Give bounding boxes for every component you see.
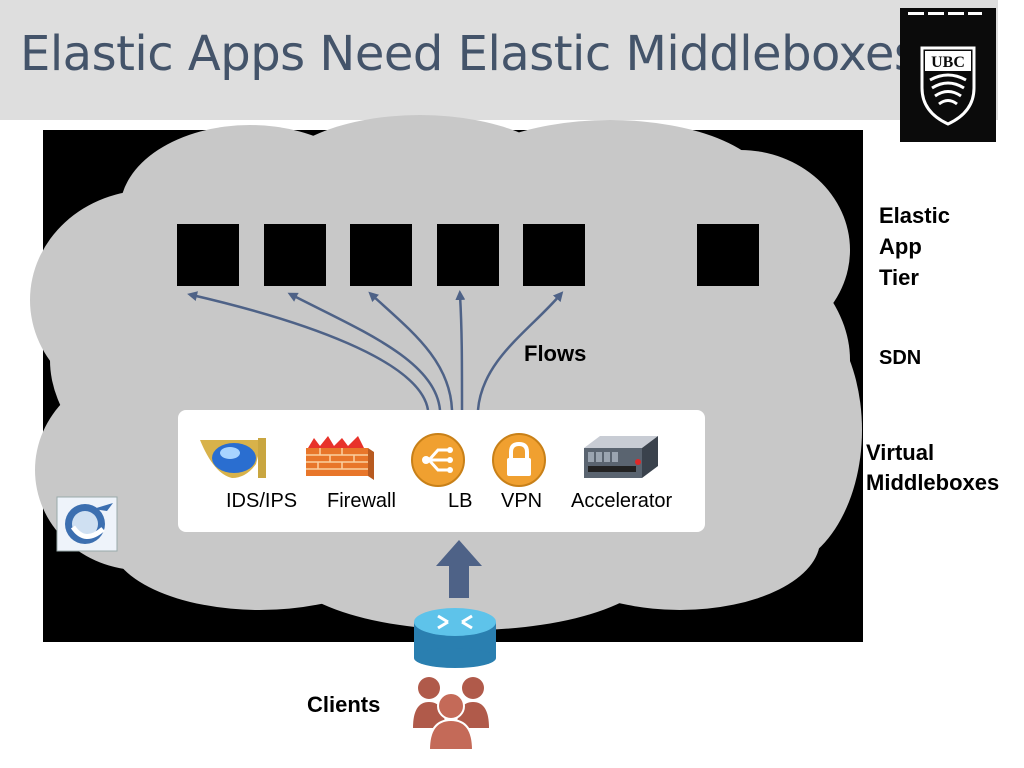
middlebox-panel: IDS/IPS Firewall LB VPN Accelerator — [178, 410, 705, 532]
title-band — [0, 0, 998, 120]
router-icon — [414, 608, 496, 668]
load-balancer-icon — [410, 432, 466, 493]
middlebox-label: Firewall — [327, 490, 396, 512]
flow-arrows — [187, 290, 564, 411]
elastic-app-tier-label: Elastic App Tier — [879, 203, 950, 290]
app-server — [523, 224, 585, 286]
firewall-icon — [302, 434, 374, 485]
ubc-logo: UBC — [900, 8, 996, 142]
flow-arrow — [287, 292, 442, 411]
middlebox-label: VPN — [501, 490, 543, 512]
sdn-controller-icon — [56, 496, 118, 552]
flow-arrow — [455, 290, 466, 411]
middlebox-label: LB — [448, 490, 473, 512]
slide-title: Elastic Apps Need Elastic Middleboxes — [20, 26, 919, 82]
clients-label: Clients — [307, 692, 381, 717]
middlebox-label: Accelerator — [571, 490, 673, 512]
logo-text: UBC — [931, 54, 965, 71]
flow-arrow — [187, 291, 430, 411]
lock-icon — [491, 432, 547, 493]
app-server — [437, 224, 499, 286]
clients-icon — [409, 668, 493, 751]
flow-arrow — [368, 291, 454, 411]
app-server — [264, 224, 326, 286]
sdn-label: SDN — [879, 347, 922, 369]
app-servers — [177, 224, 759, 286]
app-server — [177, 224, 239, 286]
flow-arrow — [476, 291, 564, 411]
shield-icon — [196, 434, 268, 485]
app-server — [697, 224, 759, 286]
app-server — [350, 224, 412, 286]
middlebox-label: IDS/IPS — [226, 490, 298, 512]
server-appliance-icon — [580, 432, 662, 489]
cloud-shape — [30, 115, 862, 630]
virtual-middleboxes-label: Virtual Middleboxes — [866, 440, 1000, 495]
client-arrow — [436, 540, 482, 598]
flows-label: Flows — [524, 341, 587, 366]
